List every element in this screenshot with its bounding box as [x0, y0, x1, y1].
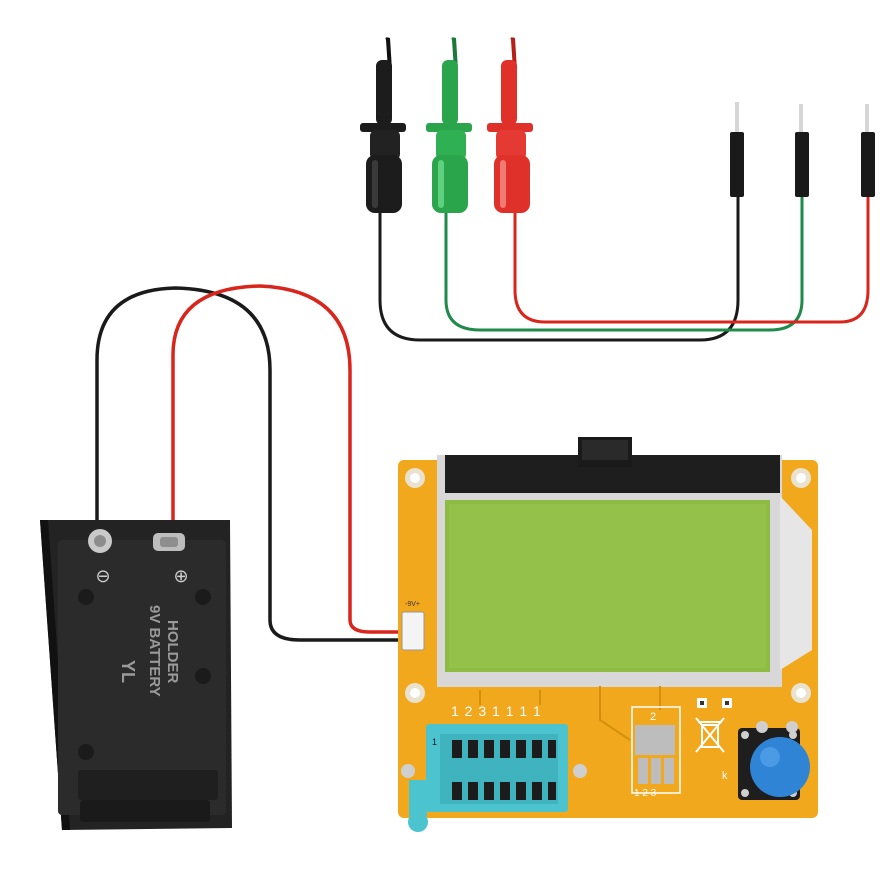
- probe-clip-black: [360, 37, 406, 213]
- pin-connector-2: [795, 104, 809, 197]
- zif-pin-row-bottom: [452, 782, 556, 800]
- battery-wire-red: [171, 284, 408, 634]
- battery-holder: ⊖ ⊕ YL 9V BATTERY HOLDER: [40, 520, 232, 830]
- zif-pin-row-top: [452, 740, 556, 758]
- transistor-socket[interactable]: 2 1 2 3: [631, 706, 681, 799]
- pin-numbers: 1 2 3 1 1 1 1: [451, 703, 542, 719]
- probe-wire-red: [513, 195, 870, 324]
- minus-symbol: ⊖: [95, 566, 110, 586]
- power-mark: -9V+: [405, 601, 420, 608]
- zif-lever[interactable]: [408, 780, 428, 832]
- probe-wire-black: [378, 195, 740, 342]
- start-button[interactable]: [738, 728, 810, 800]
- zif-socket[interactable]: 1: [426, 724, 568, 812]
- transistor-socket-top-label: 2: [650, 711, 656, 723]
- pin-connector-3: [861, 104, 875, 197]
- button-mark: k: [722, 770, 728, 782]
- battery-wire-black: [95, 286, 408, 642]
- pin-connector-1: [730, 102, 744, 197]
- tester-board: -9V+ 1 2 3 1 1 1 1 1: [398, 437, 818, 832]
- probe-wire-green: [444, 195, 804, 332]
- plus-symbol: ⊕: [173, 566, 188, 586]
- power-connector: [401, 611, 425, 651]
- probe-clip-red: [487, 37, 533, 213]
- holder-brand-label: YL: [118, 660, 138, 683]
- holder-label-line1: 9V BATTERY: [146, 605, 163, 697]
- holder-label-line2: HOLDER: [164, 620, 181, 684]
- test-leads: [360, 37, 875, 342]
- recycle-bin-icon: [695, 717, 725, 753]
- transistor-socket-bottom-label: 1 2 3: [634, 788, 657, 799]
- socket-pin-mark: 1: [432, 737, 437, 747]
- start-button-cap[interactable]: [750, 737, 810, 797]
- probe-clip-green: [426, 37, 472, 213]
